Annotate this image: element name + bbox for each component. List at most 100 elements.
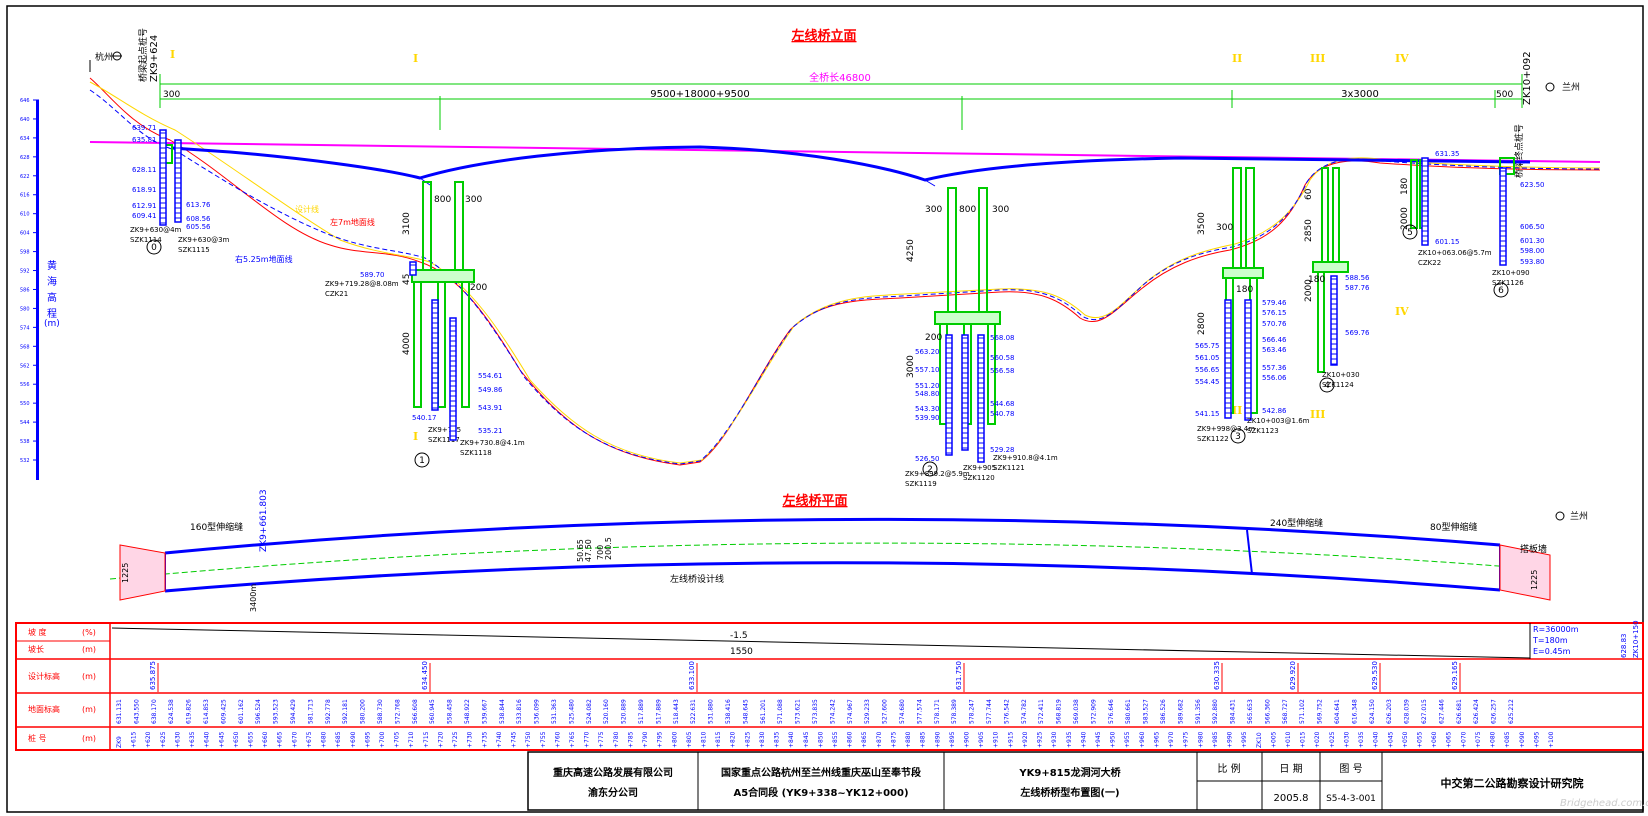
borehole-elevation: 561.05 (1195, 354, 1220, 362)
section-mark: III (1310, 408, 1325, 421)
pier-number: 1 (419, 456, 425, 466)
pier-number-circle (414, 452, 430, 468)
joint-right-label: 80型伸缩缝 (1430, 521, 1477, 533)
station: +770 (584, 731, 591, 748)
axis-tick-label: 616 (20, 193, 30, 199)
ground-elevation: 609.425 (220, 699, 227, 724)
svg-text:180: 180 (1400, 178, 1410, 195)
borehole-pile: ZK9+630@4m (130, 226, 182, 234)
elevation-axis: 6466406346286226166106045985925865805745… (20, 98, 60, 480)
borehole-elevation: 639.71 (132, 124, 157, 132)
station: +965 (1153, 731, 1160, 748)
axis-tick-label: 610 (20, 212, 30, 218)
svg-text:2800: 2800 (1197, 312, 1207, 335)
pier-number: 2 (927, 465, 933, 475)
project-line2: A5合同段 (YK9+338~YK12+000) (733, 786, 908, 799)
borehole-elevation: 563.46 (1262, 346, 1287, 354)
ground-elevation: 583.527 (1143, 699, 1150, 724)
pier-number-circle (1230, 428, 1246, 444)
station: +020 (1314, 731, 1321, 748)
borehole-id: SZK1115 (178, 246, 210, 254)
ground-line-red (89, 77, 1601, 466)
borehole-id: SZK1121 (993, 464, 1025, 472)
plan-design-line (109, 542, 1551, 580)
ground-elevation: 577.744 (986, 699, 993, 724)
station: +950 (1110, 731, 1117, 748)
ground-elevation: 593.523 (273, 699, 280, 724)
station: +710 (408, 731, 415, 748)
station: +785 (627, 731, 634, 748)
row-unit: (%) (82, 628, 96, 637)
borehole-id: SZK1118 (460, 449, 492, 457)
plan-wing-left (119, 544, 166, 601)
station: +860 (847, 731, 854, 748)
plan-view: 左线桥平面 160型伸缩缝 240型伸缩缝 80型伸缩缝 兰州 搭板墙 左线桥设… (109, 489, 1588, 612)
ground-elevation: 539.667 (481, 699, 488, 724)
station: +080 (1490, 731, 1497, 748)
design-line-label: 左线桥设计线 (670, 573, 724, 585)
station: +830 (759, 731, 766, 748)
station: +655 (248, 731, 255, 748)
borehole-elevation: 551.20 (915, 382, 940, 390)
borehole-elevation: 569.76 (1345, 329, 1370, 337)
axis-tick-label: 634 (20, 136, 30, 142)
pier-number-circle (1319, 377, 1335, 393)
borehole: 623.50606.50601.30598.00593.80ZK10+090SZ… (1492, 167, 1545, 287)
design-elevation: 629.165 (1451, 661, 1459, 690)
station: ZK10 (1256, 732, 1263, 748)
station: +910 (993, 731, 1000, 748)
design-elevation: 629.920 (1289, 661, 1297, 690)
borehole-id: SZK1120 (963, 474, 995, 482)
station: +030 (1343, 731, 1350, 748)
station: +025 (1329, 731, 1336, 748)
station: +075 (1475, 731, 1482, 748)
borehole-elevation: 613.76 (186, 201, 211, 209)
station: +930 (1051, 731, 1058, 748)
project-line1: 国家重点公路杭州至兰州线重庆巫山至奉节段 (721, 766, 921, 779)
axis-tick-label: 628 (20, 155, 30, 161)
ground-elevation: 589.682 (1177, 699, 1184, 724)
station: +650 (233, 731, 240, 748)
svg-text:200: 200 (470, 283, 487, 293)
station: +885 (920, 731, 927, 748)
ground-elevation: 596.524 (255, 699, 262, 724)
borehole-elevation: 566.46 (1262, 336, 1287, 344)
borehole-elevation: 565.75 (1195, 342, 1220, 350)
ground-elevation: 520.889 (621, 699, 628, 724)
svg-text:3000: 3000 (906, 355, 916, 378)
station: +775 (598, 731, 605, 748)
borehole-elevation: 557.36 (1262, 364, 1287, 372)
borehole-pile: ZK9+730.8@4.1m (460, 439, 525, 447)
ground-elevation: 517.889 (638, 699, 645, 724)
borehole: 579.46576.15570.76566.46563.46557.36556.… (1244, 299, 1310, 435)
borehole-pile: ZK9+910.8@4.1m (993, 454, 1058, 462)
station: +865 (861, 731, 868, 748)
row-unit: (m) (82, 734, 96, 743)
ground-elevation: 571.102 (1299, 699, 1306, 724)
station: +850 (817, 731, 824, 748)
ground-elevation: 586.526 (1160, 699, 1167, 724)
ground-elevation: 592.778 (325, 699, 332, 724)
ground-elevation: 525.480 (568, 699, 575, 724)
svg-text:3100: 3100 (402, 212, 412, 235)
date-label: 日 期 (1279, 763, 1302, 775)
borehole-elevation: 631.35 (1435, 150, 1460, 158)
svg-text:47.50: 47.50 (584, 539, 593, 562)
borehole-elevation: 543.91 (478, 404, 503, 412)
station: +940 (1080, 731, 1087, 748)
station: +625 (160, 731, 167, 748)
axis-title: 黄海高程 (45, 259, 57, 324)
borehole-elevation: 598.00 (1520, 247, 1545, 255)
section-mark: I (170, 48, 175, 61)
svg-text:300: 300 (1216, 223, 1233, 233)
pier-number: 0 (151, 243, 157, 253)
svg-text:800: 800 (434, 195, 451, 205)
borehole-pile: ZK10+030 (1322, 371, 1360, 379)
end-pile-note: 桥梁终点桩号 (1513, 124, 1525, 178)
borehole-elevation: 541.15 (1195, 410, 1220, 418)
borehole-elevation: 623.50 (1520, 181, 1545, 189)
axis-tick-label: 532 (20, 458, 30, 464)
borehole-elevation: 554.45 (1195, 378, 1220, 386)
